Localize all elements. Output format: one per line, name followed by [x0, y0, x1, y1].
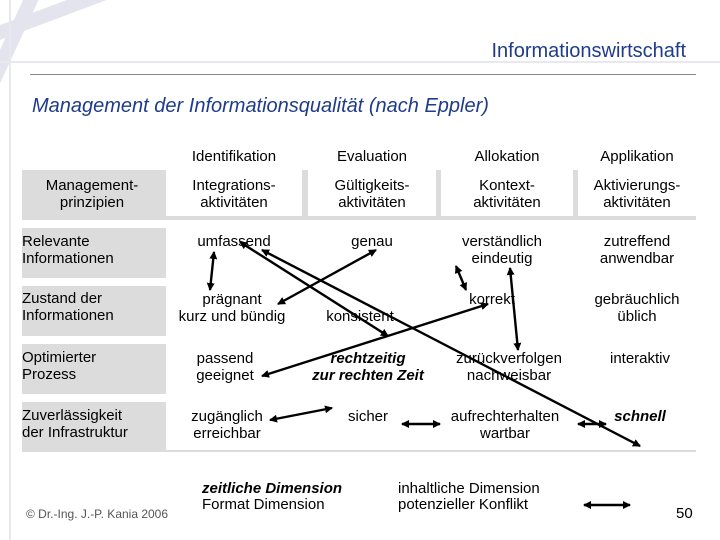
row-label-optimized-process: Optimierter Prozess: [22, 349, 97, 383]
activity-validity: Gültigkeits- aktivitäten: [334, 177, 410, 211]
page-number: 50: [676, 505, 693, 522]
cell-konsistent: konsistent: [326, 308, 394, 325]
cell-aufrechterhalten: aufrechterhalten wartbar: [450, 408, 560, 442]
phase-identifikation: Identifikation: [191, 148, 277, 165]
header-box-4: [578, 170, 696, 216]
header-box-1: [166, 170, 302, 216]
cell-zugaenglich: zugänglich erreichbar: [191, 408, 263, 442]
cell-schnell: schnell: [614, 408, 666, 425]
phase-applikation: Applikation: [600, 148, 674, 165]
cell-sicher: sicher: [347, 408, 388, 425]
cell-rechtzeitig: rechtzeitig zur rechten Zeit: [312, 350, 424, 384]
legend-format-dimension: Format Dimension: [202, 496, 325, 513]
header-divider: [30, 74, 696, 75]
activity-activation: Aktivierungs- aktivitäten: [593, 177, 681, 211]
slide-title: Management der Informationsqualität (nac…: [32, 95, 489, 117]
cell-passend: passend geeignet: [196, 350, 254, 384]
row-label-infrastructure-reliability: Zuverlässigkeit der Infrastruktur: [22, 407, 128, 441]
row-label-relevant-information: Relevante Informationen: [22, 233, 114, 267]
cell-praegnant: prägnant kurz und bündig: [178, 291, 286, 325]
header-title: Informationswirtschaft: [491, 40, 686, 62]
cell-umfassend: umfassend: [197, 233, 271, 250]
cell-genau: genau: [351, 233, 393, 250]
row-label-information-state: Zustand der Informationen: [22, 290, 114, 324]
cell-verstaendlich: verständlich eindeutig: [461, 233, 543, 267]
legend-content-dimension: inhaltliche Dimension: [398, 480, 540, 497]
header-box-3: [441, 170, 573, 216]
cell-korrekt: korrekt: [469, 291, 515, 308]
corner-label-management-principles: Management- prinzipien: [45, 177, 139, 211]
phase-allokation: Allokation: [474, 148, 540, 165]
legend-conflict: potenzieller Konflikt: [398, 496, 529, 513]
legend-time-dimension: zeitliche Dimension: [202, 480, 343, 497]
header-box-2: [308, 170, 436, 216]
phase-evaluation: Evaluation: [336, 148, 408, 165]
cell-gebraeuchlich: gebräuchlich üblich: [594, 291, 680, 325]
cell-interaktiv: interaktiv: [609, 350, 671, 367]
footer-copyright: © Dr.-Ing. J.-P. Kania 2006: [26, 507, 169, 521]
activity-integration: Integrations- aktivitäten: [192, 177, 276, 211]
activity-context: Kontext- aktivitäten: [473, 177, 541, 211]
cell-zutreffend: zutreffend anwendbar: [599, 233, 675, 267]
cell-zurueckverfolgen: zurückverfolgen nachweisbar: [456, 350, 562, 384]
